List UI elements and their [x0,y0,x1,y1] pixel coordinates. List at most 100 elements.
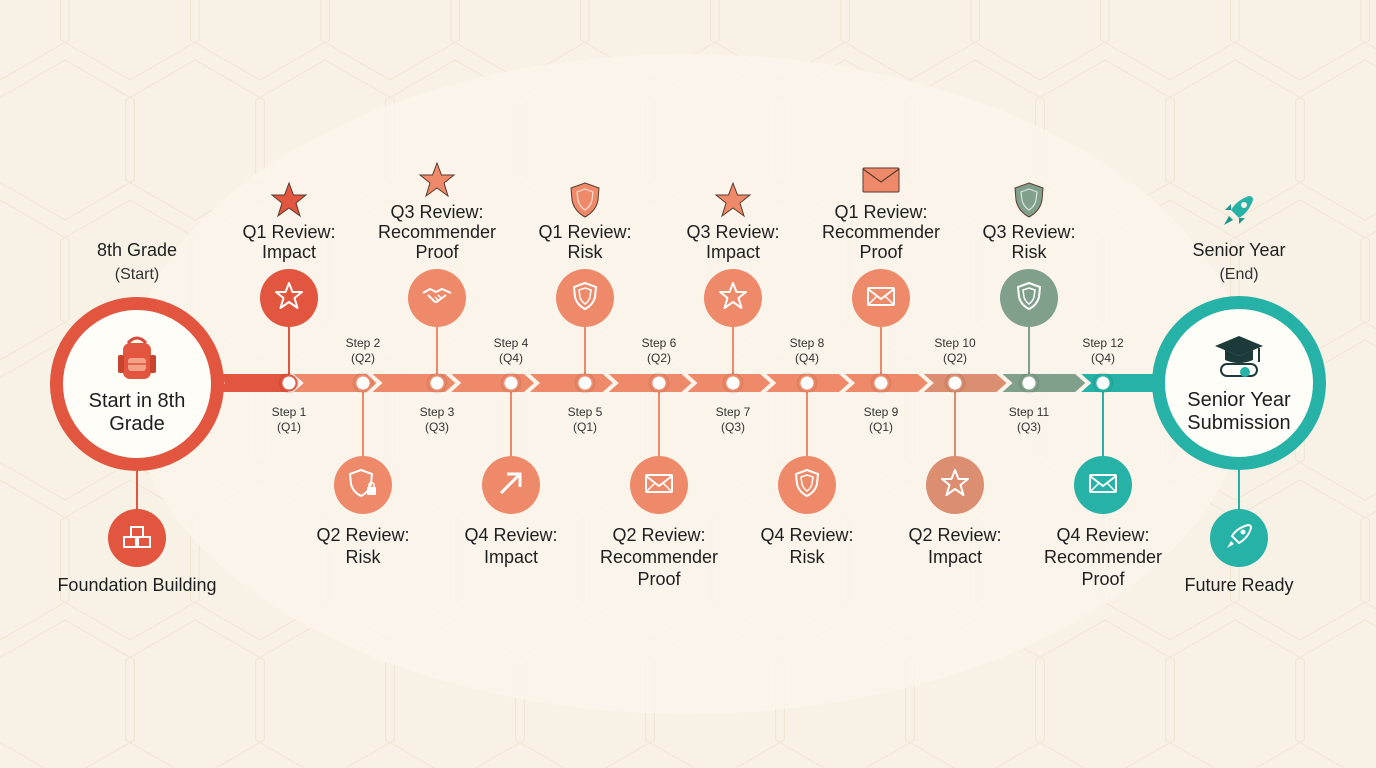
shield-icon [565,180,605,220]
track-segment [451,374,534,392]
step-number: Step 10 [934,336,976,350]
step-number: Step 4 [493,336,529,350]
background-hexagon [1165,59,1305,221]
review-node [334,456,392,514]
step-label: Step 10(Q2) [920,336,990,366]
envelope-icon [642,466,676,505]
step-dot [428,374,446,392]
step-dot [798,374,816,392]
step-label: Step 6(Q2) [624,336,694,366]
step-quarter: (Q2) [647,351,671,365]
star-icon [269,180,309,220]
background-hexagon [125,59,265,221]
background-hexagon [840,0,980,81]
step-quarter: (Q3) [425,420,449,434]
step-dot [280,374,298,392]
review-label: Q1 Review: Risk [538,222,632,262]
shield-icon [790,466,824,505]
background-hexagon [1230,0,1370,81]
step-number: Step 9 [863,405,899,419]
review-node [778,456,836,514]
start-circle: Start in 8th Grade [50,297,224,471]
envelope-icon [864,279,898,318]
step-number: Step 11 [1008,405,1050,419]
step-dot [502,374,520,392]
step-quarter: (Q2) [943,351,967,365]
envelope-icon [861,160,901,200]
end-heading: Senior Year [1192,240,1286,260]
blocks-icon [120,519,154,558]
review-node [556,269,614,327]
start-circle-text: Start in 8th Grade [88,389,186,435]
review-label: Q2 Review: Impact [908,525,1002,567]
step-label: Step 2(Q2) [328,336,398,366]
review-label: Q1 Review: Impact [242,222,336,262]
background-hexagon [60,0,200,81]
track-segment [215,374,298,392]
rocket-icon [1222,519,1256,558]
start-heading: 8th Grade [96,240,178,260]
star-icon [713,180,753,220]
star-icon [716,279,750,318]
graduation-cap-icon [1211,332,1267,387]
review-node [630,456,688,514]
track-segment [1002,374,1086,392]
star-icon [938,466,972,505]
step-label: Step 7(Q3) [698,405,768,435]
background-hexagon [1360,510,1376,610]
review-label: Q3 Review: Recommender Proof [377,202,497,262]
track-segment [923,374,1007,392]
step-dot [576,374,594,392]
step-dot [1020,374,1038,392]
review-label: Q3 Review: Impact [686,222,780,262]
shield-lock-icon [346,466,380,505]
handshake-icon [420,279,454,318]
background-hexagon [1165,619,1305,768]
step-label: Step 5(Q1) [550,405,620,435]
step-label: Step 8(Q4) [772,336,842,366]
background-hexagon [1295,619,1376,768]
shield-icon [1009,180,1049,220]
step-dot [650,374,668,392]
review-label: Q4 Review: Impact [464,525,558,567]
background-hexagon [0,619,135,768]
step-quarter: (Q3) [721,420,745,434]
review-node [482,456,540,514]
review-label: Q4 Review: Risk [760,525,854,567]
step-number: Step 5 [567,405,603,419]
background-hexagon [190,0,330,81]
step-label: Step 11(Q3) [994,405,1064,435]
step-dot [724,374,742,392]
background-hexagon [320,0,460,81]
review-label: Q2 Review: Risk [316,525,410,567]
step-number: Step 2 [345,336,381,350]
step-quarter: (Q4) [499,351,523,365]
step-label: Step 3(Q3) [402,405,472,435]
step-number: Step 8 [789,336,825,350]
step-dot [354,374,372,392]
background-hexagon [1295,59,1376,221]
foundation-label: Foundation Building [57,575,217,595]
review-node [926,456,984,514]
foundation-node [108,509,166,567]
background-hexagon [1035,619,1175,768]
background-hexagon [0,479,70,641]
step-number: Step 12 [1082,336,1124,350]
shield-icon [1012,279,1046,318]
step-label: Step 9(Q1) [846,405,916,435]
review-node [408,269,466,327]
background-hexagon [1360,230,1376,330]
step-number: Step 3 [419,405,455,419]
review-label: Q3 Review: Risk [982,222,1076,262]
step-quarter: (Q2) [351,351,375,365]
track-segment [530,374,613,392]
background-hexagon [1100,0,1240,81]
step-quarter: (Q1) [573,420,597,434]
step-dot [1094,374,1112,392]
step-label: Step 1(Q1) [254,405,324,435]
review-node [260,269,318,327]
step-number: Step 6 [641,336,677,350]
review-label: Q1 Review: Recommender Proof [821,202,941,262]
